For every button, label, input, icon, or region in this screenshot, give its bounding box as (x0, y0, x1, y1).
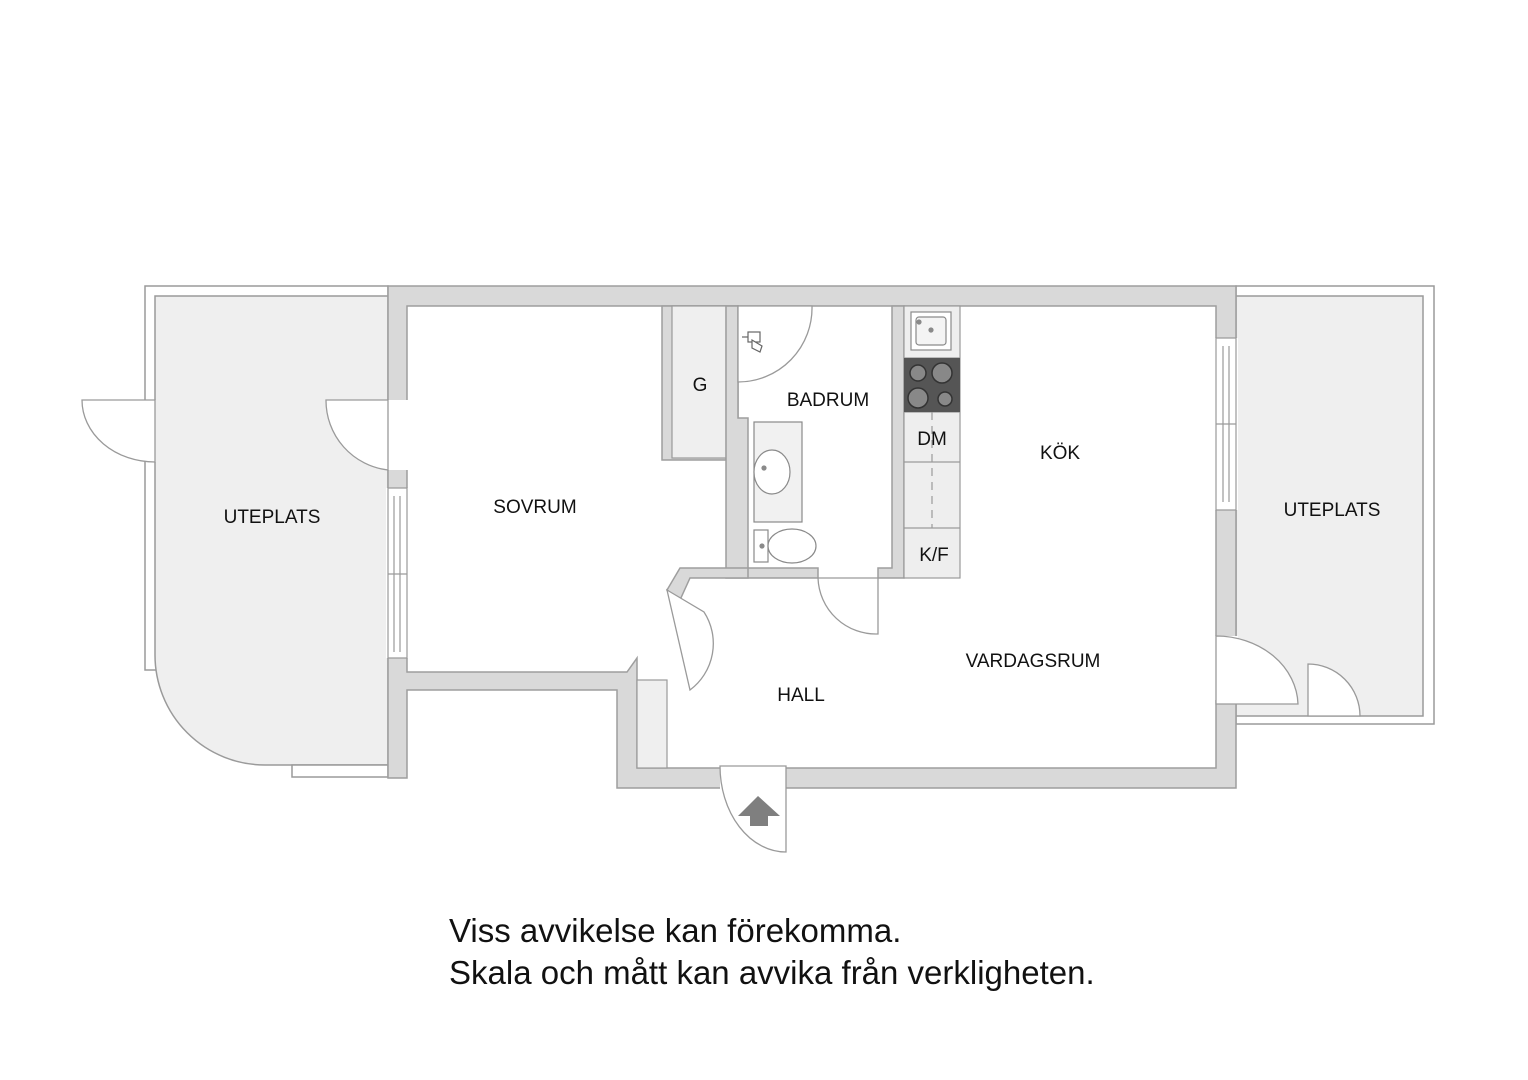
disclaimer-line-2: Skala och mått kan avvika från verklighe… (449, 954, 1095, 991)
stove-icon (904, 358, 960, 412)
walls (387, 285, 1237, 789)
terrace-left (144, 285, 389, 778)
fixture-label-dm: DM (917, 429, 947, 450)
disclaimer-line-1: Viss avvikelse kan förekomma. (449, 912, 902, 949)
room-label-uteplats-left: UTEPLATS (224, 507, 321, 528)
room-label-sovrum: SOVRUM (493, 497, 576, 518)
toilet-icon (753, 528, 817, 564)
room-label-kok: KÖK (1040, 443, 1080, 464)
room-label-badrum: BADRUM (787, 390, 869, 411)
room-label-uteplats-right: UTEPLATS (1284, 500, 1381, 521)
room-label-hall: HALL (777, 685, 825, 706)
shower-icon (742, 331, 763, 353)
kitchen-counter (903, 305, 961, 579)
window-kok (1215, 337, 1237, 511)
room-label-garderob: G (693, 375, 708, 396)
sink-icon (910, 311, 952, 351)
room-label-vardagsrum: VARDAGSRUM (966, 651, 1101, 672)
terrace-right (1235, 285, 1435, 725)
wash-basin-icon (753, 421, 803, 523)
window-sovrum (387, 487, 408, 659)
fixture-label-kf: K/F (919, 545, 949, 566)
entrance-arrow-icon (738, 796, 780, 826)
